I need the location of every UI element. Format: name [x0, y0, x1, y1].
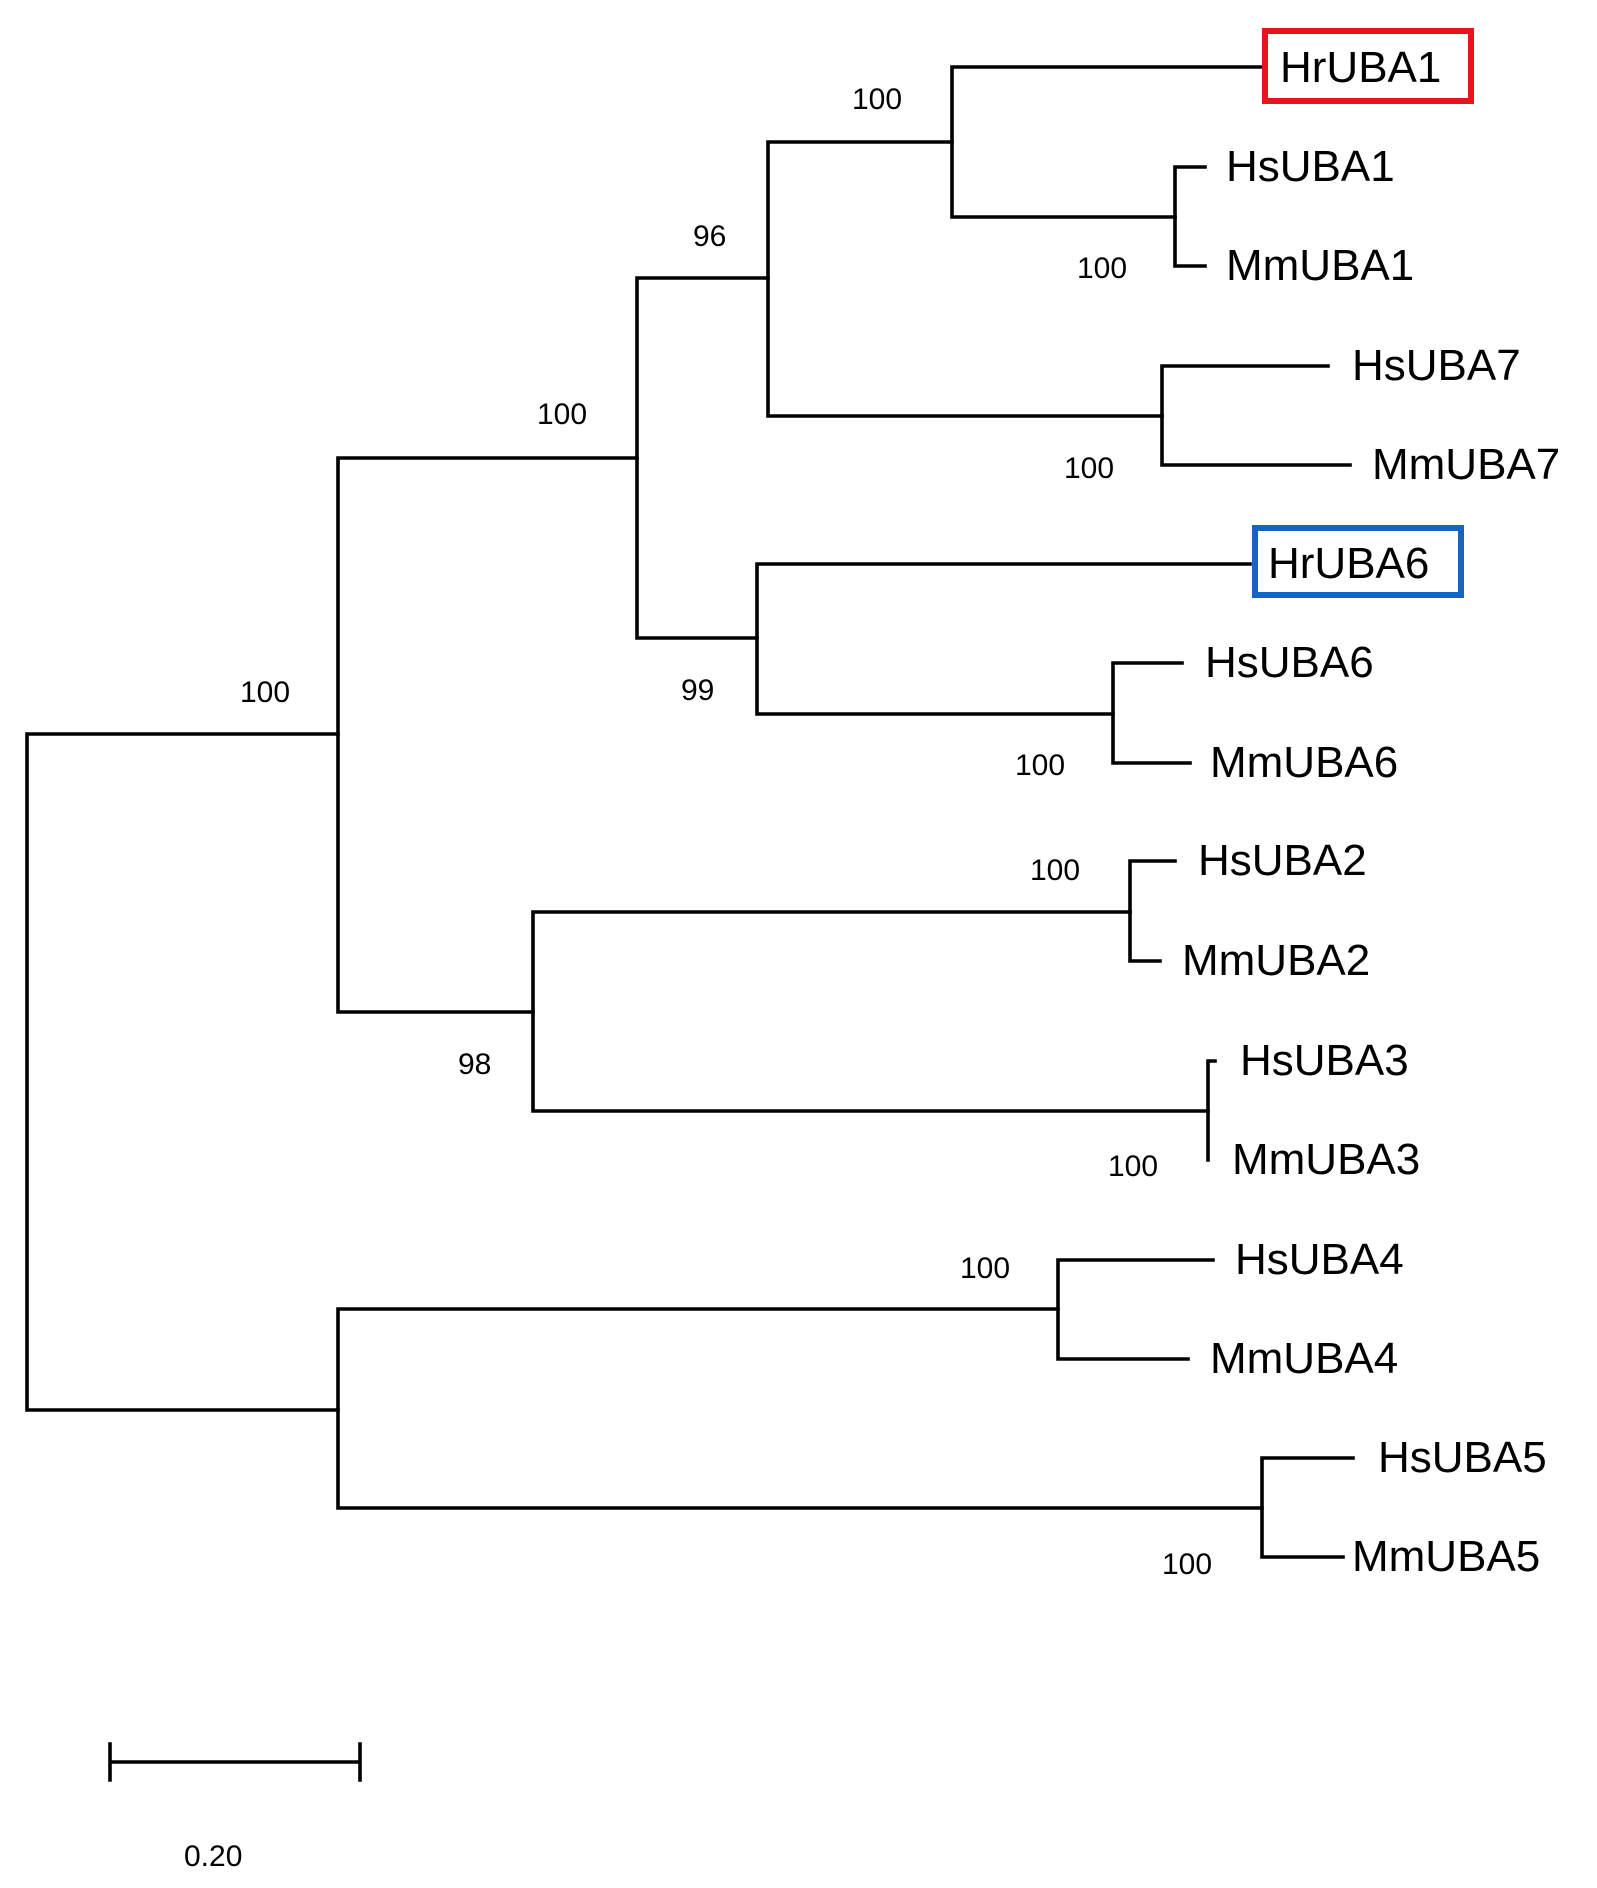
hruba6-highlight-box — [1252, 525, 1464, 598]
bootstrap-value: 100 — [852, 83, 902, 116]
hs-mm-uba6-branch — [1111, 661, 1192, 765]
uba1-clade-branch — [950, 65, 1267, 219]
hs-mm-uba7-branch — [1160, 364, 1352, 467]
bootstrap-value: 100 — [1064, 452, 1114, 485]
bootstrap-value: 100 — [960, 1252, 1010, 1285]
leaf-label: MmUBA4 — [1210, 1334, 1398, 1383]
leaf-label: MmUBA7 — [1372, 440, 1560, 489]
leaf-label: MmUBA3 — [1232, 1135, 1420, 1184]
leaf-label: HsUBA7 — [1352, 341, 1521, 390]
scale-bar-line — [108, 1742, 362, 1782]
bootstrap-value: 100 — [1030, 854, 1080, 887]
hs-mm-uba4-branch — [1056, 1258, 1215, 1361]
major-clade-branch — [336, 456, 639, 1014]
hs-mm-uba5-branch — [1260, 1456, 1355, 1559]
leaf-label: MmUBA5 — [1352, 1532, 1540, 1581]
root-branch — [25, 732, 340, 1412]
leaf-label: HsUBA3 — [1240, 1036, 1409, 1085]
leaf-label: MmUBA1 — [1226, 241, 1414, 290]
uba2-3-branch — [531, 910, 1210, 1113]
leaf-label: HrUBA6 — [1268, 539, 1429, 588]
leaf-label: MmUBA2 — [1182, 936, 1370, 985]
hruba1-highlight-box — [1262, 28, 1474, 104]
scale-bar: 0.20 — [108, 1742, 362, 1873]
leaf-labels: HrUBA1 HsUBA1 MmUBA1 HsUBA7 MmUBA7 HrUBA… — [1182, 43, 1560, 1581]
uba4-5-branch — [336, 1307, 1264, 1510]
bootstrap-value: 96 — [693, 220, 726, 253]
uba1-7-branch — [766, 140, 1164, 418]
bootstrap-value: 100 — [537, 398, 587, 431]
uba1-7-6-branch — [635, 276, 770, 640]
leaf-label: HsUBA4 — [1235, 1235, 1404, 1284]
scale-bar-label: 0.20 — [184, 1840, 242, 1873]
bootstrap-values: 100 100 96 100 100 99 100 100 100 98 100… — [240, 83, 1212, 1581]
bootstrap-value: 100 — [1162, 1548, 1212, 1581]
bootstrap-value: 100 — [1108, 1150, 1158, 1183]
hs-mm-uba2-branch — [1128, 859, 1177, 963]
leaf-label: HsUBA6 — [1205, 638, 1374, 687]
bootstrap-value: 100 — [240, 676, 290, 709]
leaf-label: MmUBA6 — [1210, 738, 1398, 787]
leaf-label: HrUBA1 — [1280, 43, 1441, 92]
leaf-label: HsUBA1 — [1226, 142, 1395, 191]
hs-mm-uba3-branch — [1206, 1059, 1217, 1162]
leaf-label: HsUBA5 — [1378, 1433, 1547, 1482]
bootstrap-value: 100 — [1077, 252, 1127, 285]
uba6-clade-branch — [755, 562, 1252, 716]
leaf-label: HsUBA2 — [1198, 836, 1367, 885]
bootstrap-value: 99 — [681, 674, 714, 707]
branches — [25, 65, 1355, 1559]
hs-mm-uba1-branch — [1173, 165, 1207, 268]
bootstrap-value: 98 — [458, 1048, 491, 1081]
bootstrap-value: 100 — [1015, 749, 1065, 782]
